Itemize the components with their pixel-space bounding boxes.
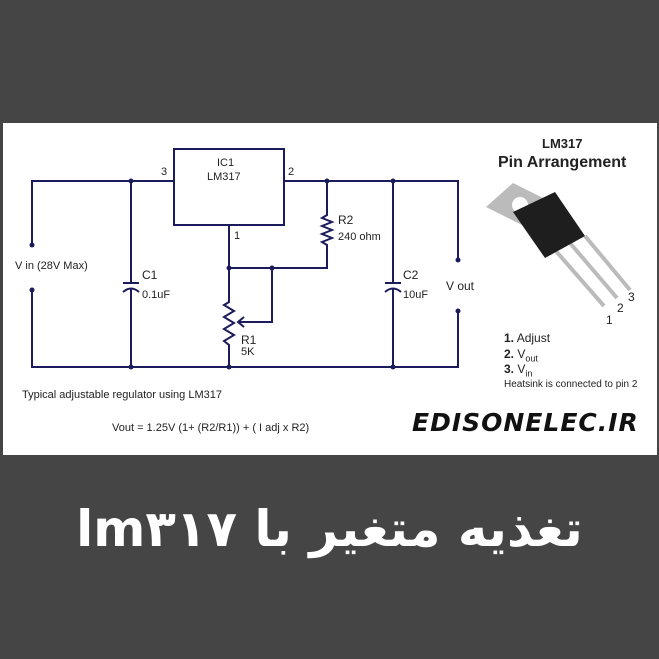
pin-item-3: 3. Vin (504, 362, 533, 379)
pin-number-2: 2 (617, 301, 624, 315)
pin-item-2: 2. Vout (504, 347, 538, 364)
pin3-label: 3 (161, 166, 168, 178)
r1-name: R1 (241, 333, 257, 347)
heatsink-note: Heatsink is connected to pin 2 (504, 379, 638, 390)
r2-value: 240 ohm (338, 231, 381, 243)
schematic-panel (3, 123, 657, 455)
pin-number-1: 1 (606, 313, 613, 327)
pinout-part: LM317 (542, 136, 583, 151)
pinout-title: Pin Arrangement (498, 154, 627, 171)
c1-name: C1 (142, 268, 158, 282)
lm317-package (486, 183, 632, 308)
c1-value: 0.1uF (142, 289, 171, 301)
vout-label: V out (446, 279, 475, 293)
vin-label: V in (28V Max) (15, 260, 88, 272)
formula: Vout = 1.25V (1+ (R2/R1)) + ( I adj x R2… (112, 422, 310, 434)
wire-vin-top (31, 180, 174, 245)
ic1-part: LM317 (207, 171, 241, 183)
description: Typical adjustable regulator using LM317 (22, 389, 222, 401)
r2-name: R2 (338, 213, 354, 227)
caption-title: تغذیه متغیر با lm۳۱۷ (76, 500, 583, 558)
c2-value: 10uF (403, 289, 429, 301)
r1-value: 5K (241, 346, 255, 358)
pin1-label: 1 (234, 230, 241, 242)
pin-number-3: 3 (628, 290, 635, 304)
c2-name: C2 (403, 268, 419, 282)
ic1-name: IC1 (217, 157, 235, 169)
brand-logo: EDISONELEC.IR (412, 408, 639, 437)
pin2-label: 2 (288, 166, 295, 178)
pin-item-1: 1. Adjust (504, 331, 551, 345)
